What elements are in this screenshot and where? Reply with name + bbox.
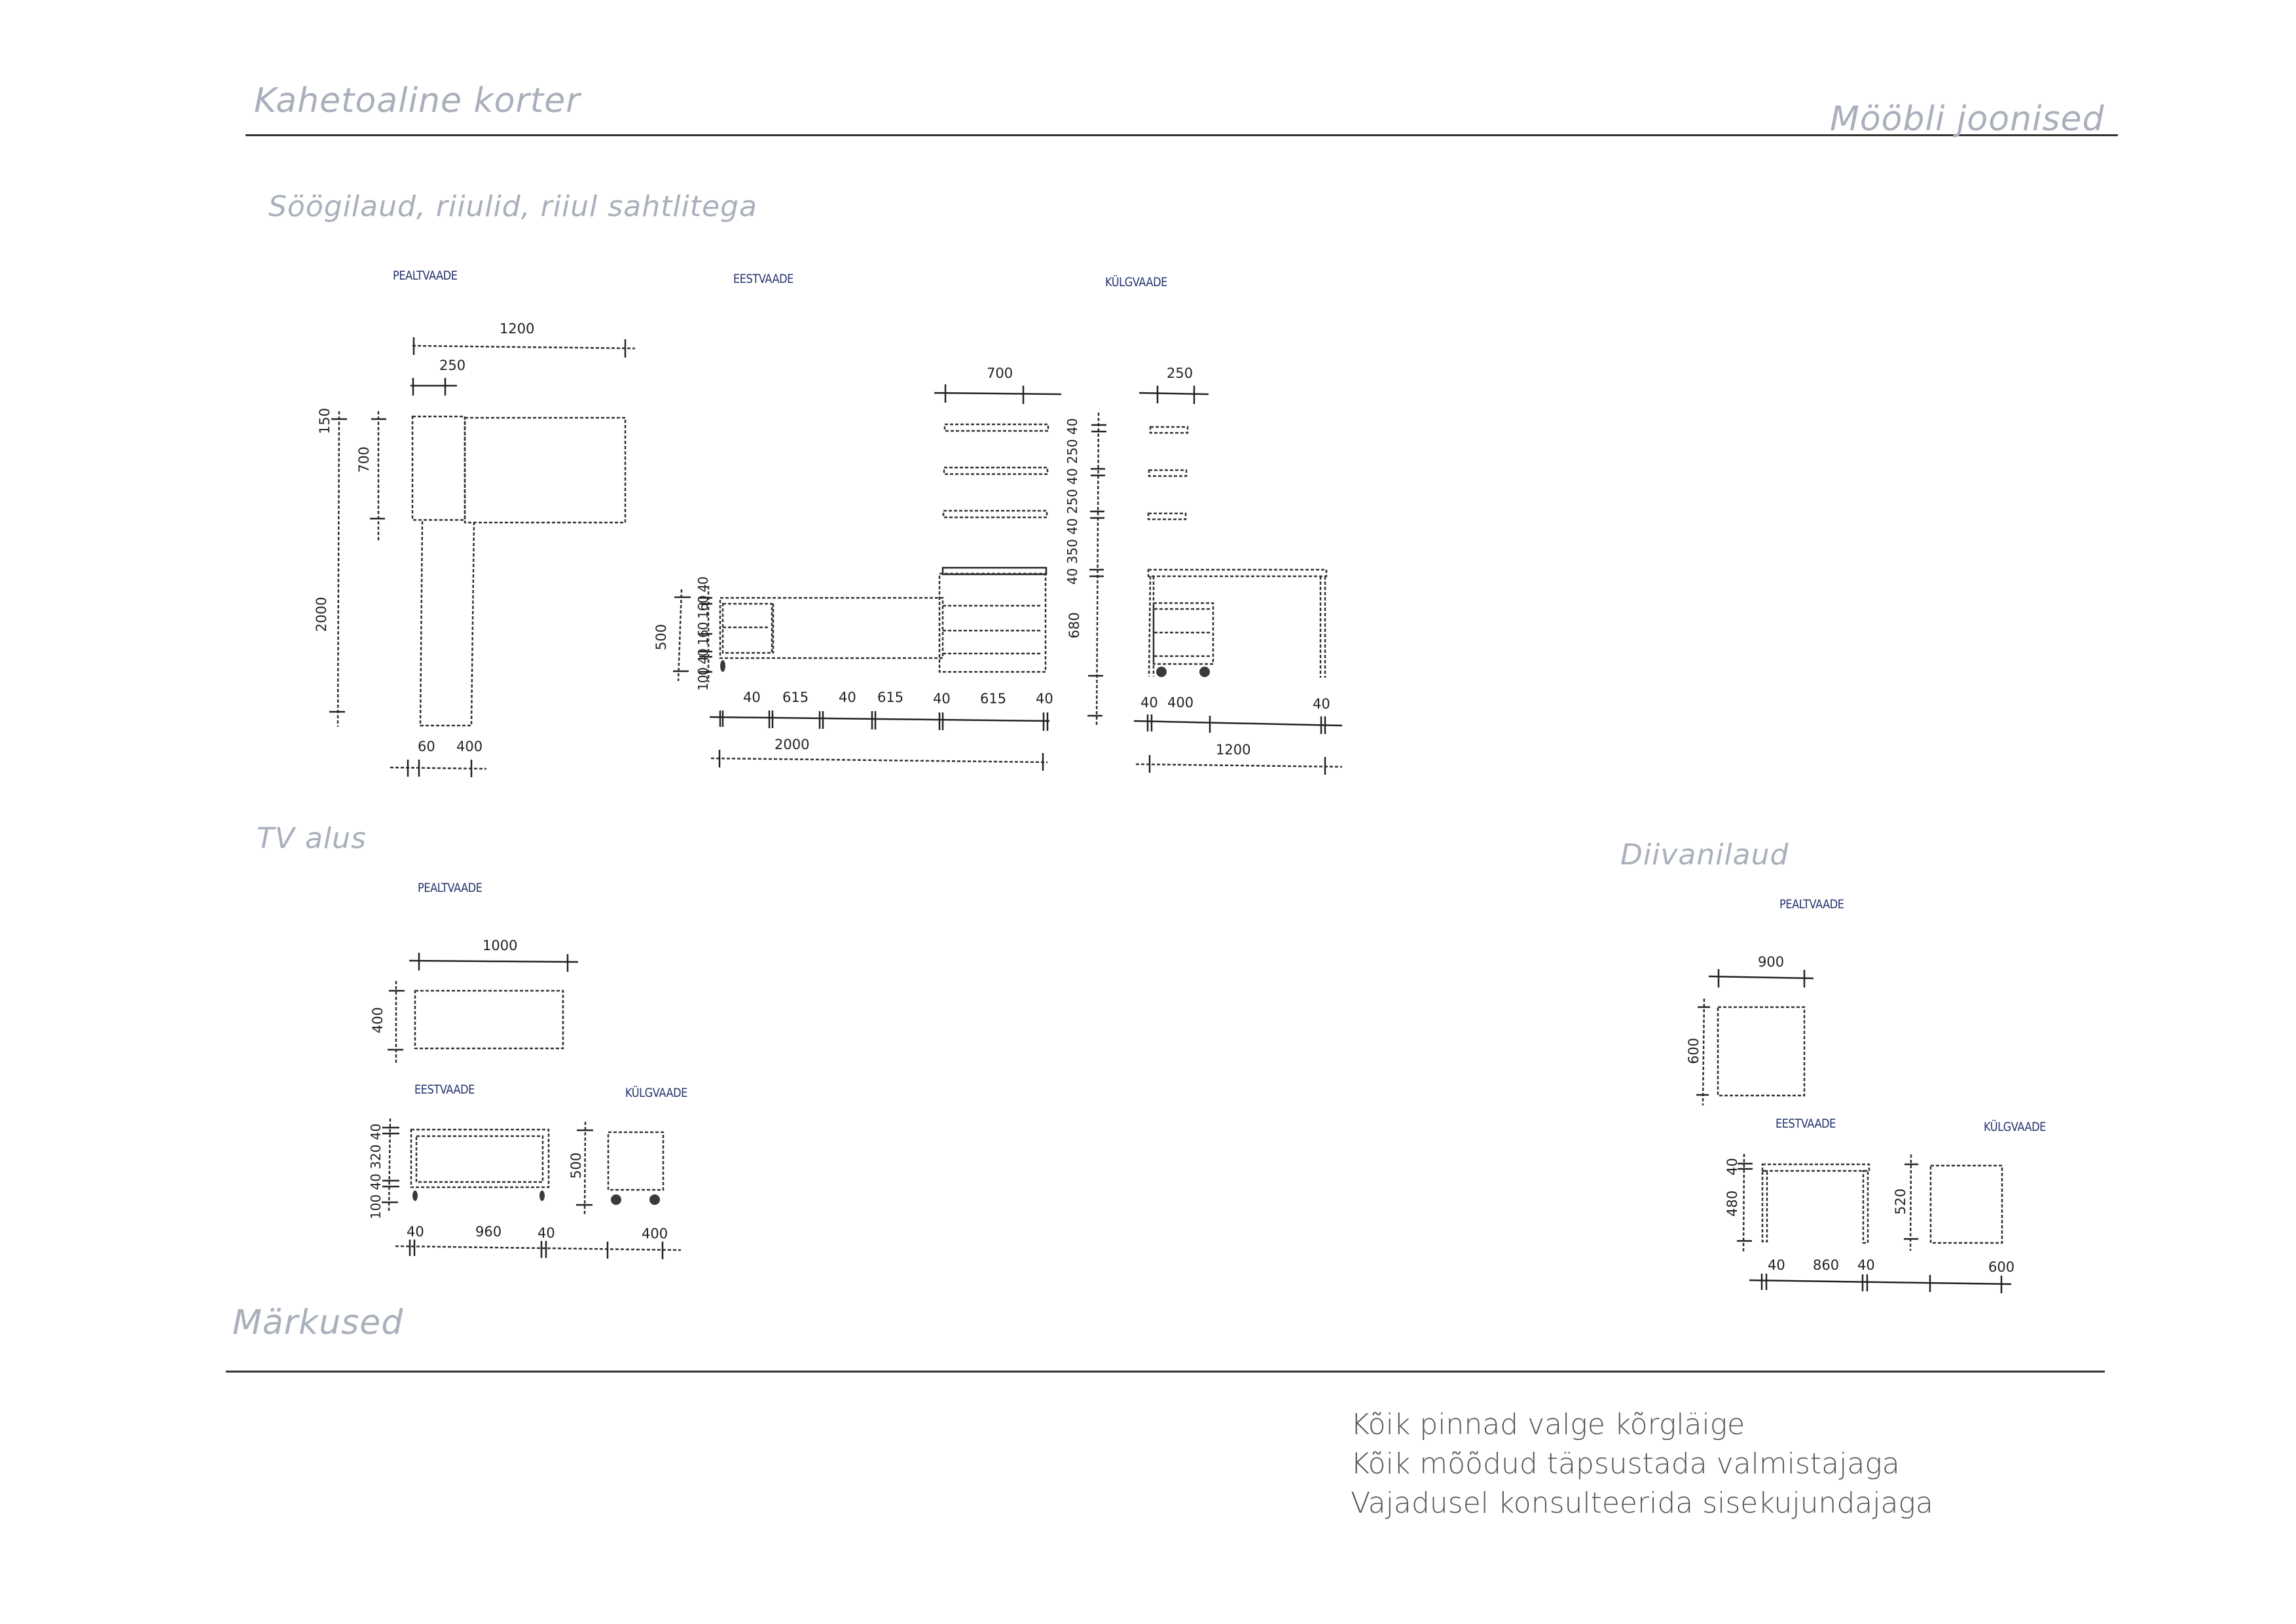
dim-dining-side-shelf-depth: 250 <box>1167 365 1194 381</box>
dim-dining-front-b6: 40 <box>1036 691 1053 707</box>
dim-tv-front-stack: 100 40 320 40 <box>368 1123 384 1219</box>
coffee-side-view-drawing <box>1904 1154 2003 1251</box>
dim-coffee-side-depth: 600 <box>1988 1259 2015 1275</box>
sheet-title: Mööbli joonised <box>1830 100 2105 139</box>
dim-tv-side-depth: 400 <box>642 1226 668 1242</box>
dim-tv-side-height: 500 <box>568 1152 584 1179</box>
dim-coffee-front-b1: 860 <box>1813 1257 1840 1273</box>
dim-dining-front-table-height: 680 <box>1066 612 1082 638</box>
note-line-3: Vajadusel konsulteerida sisekujundajaga <box>1351 1486 1933 1520</box>
view-label-tv-front: EESTVAADE <box>414 1082 475 1097</box>
dim-dining-front-b4: 40 <box>933 691 951 707</box>
coffee-top-view-drawing <box>1696 969 1814 1106</box>
dim-coffee-top-depth: 600 <box>1686 1037 1702 1064</box>
dim-dining-front-b1: 615 <box>782 690 809 705</box>
note-line-1: Kõik pinnad valge kõrgläige <box>1351 1408 1745 1441</box>
dim-tv-top-depth: 400 <box>370 1006 386 1033</box>
dim-dining-side-b2: 40 <box>1313 696 1330 712</box>
dim-dining-side-b1: 400 <box>1167 695 1194 710</box>
dim-dining-front-b2: 40 <box>839 690 856 705</box>
tv-front-view-drawing <box>382 1118 682 1259</box>
dim-coffee-front-b2: 40 <box>1857 1257 1875 1273</box>
dim-coffee-front-top: 40 <box>1724 1158 1740 1175</box>
dim-dining-front-cabinet-stack: 100 40 160 160 40 <box>695 577 711 691</box>
dim-dining-front-shelf-width: 700 <box>987 365 1013 381</box>
project-title: Kahetoaline korter <box>254 81 581 120</box>
dim-tv-front-b2: 40 <box>538 1225 555 1241</box>
dim-dining-side-total: 1200 <box>1216 742 1251 758</box>
dim-dining-top-length: 2000 <box>314 597 329 632</box>
dim-dining-top-width: 1200 <box>500 321 535 337</box>
dim-dining-top-depth: 700 <box>356 446 372 473</box>
header-rule <box>246 134 2118 136</box>
dim-coffee-front-b0: 40 <box>1768 1257 1785 1273</box>
view-label-dining-side: KÜLGVAADE <box>1105 275 1167 289</box>
dim-dining-side-b0: 40 <box>1140 695 1158 710</box>
dim-dining-front-b0: 40 <box>743 690 761 705</box>
dim-dining-top-offset: 150 <box>317 407 333 434</box>
notes-rule <box>226 1371 2105 1373</box>
notes-title: Märkused <box>232 1303 404 1342</box>
view-label-dining-front: EESTVAADE <box>733 272 793 286</box>
dim-coffee-side-height: 520 <box>1893 1188 1908 1215</box>
dim-dining-top-leg: 400 <box>456 739 483 754</box>
dining-top-view-drawing <box>329 337 636 777</box>
tv-top-view-drawing <box>388 953 579 1064</box>
dim-dining-front-cabinet-height: 500 <box>653 623 669 650</box>
dim-tv-top-width: 1000 <box>483 938 518 953</box>
view-label-coffee-side: KÜLGVAADE <box>1984 1120 2046 1134</box>
dim-coffee-front-leg-height: 480 <box>1724 1190 1740 1217</box>
dim-dining-front-shelf-stack: 40 350 40 250 40 250 40 <box>1065 418 1080 585</box>
dining-side-view-drawing <box>1133 386 1343 775</box>
view-label-tv-side: KÜLGVAADE <box>625 1086 687 1100</box>
dim-tv-front-b1: 960 <box>475 1224 502 1240</box>
dining-front-view-drawing <box>673 384 1106 771</box>
dim-dining-top-gap: 60 <box>418 739 435 754</box>
dim-tv-front-b0: 40 <box>407 1224 424 1240</box>
tv-side-view-drawing <box>576 1121 665 1217</box>
dim-dining-front-b3: 615 <box>877 690 904 705</box>
section-title-dining: Söögilaud, riiulid, riiul sahtlitega <box>268 190 758 223</box>
section-title-coffee-table: Diivanilaud <box>1620 838 1789 872</box>
view-label-coffee-front: EESTVAADE <box>1776 1116 1836 1131</box>
dim-dining-front-b5: 615 <box>980 691 1007 707</box>
section-title-tv-stand: TV alus <box>257 822 367 855</box>
coffee-front-view-drawing <box>1737 1153 2012 1293</box>
dim-coffee-top-width: 900 <box>1758 954 1785 970</box>
dim-dining-front-total: 2000 <box>774 737 810 752</box>
note-line-2: Kõik mõõdud täpsustada valmistajaga <box>1351 1447 1900 1481</box>
view-label-coffee-top: PEALTVAADE <box>1779 897 1844 912</box>
view-label-tv-top: PEALTVAADE <box>418 881 483 895</box>
dim-dining-top-shelf: 250 <box>439 358 466 373</box>
view-label-dining-top: PEALTVAADE <box>393 268 458 283</box>
